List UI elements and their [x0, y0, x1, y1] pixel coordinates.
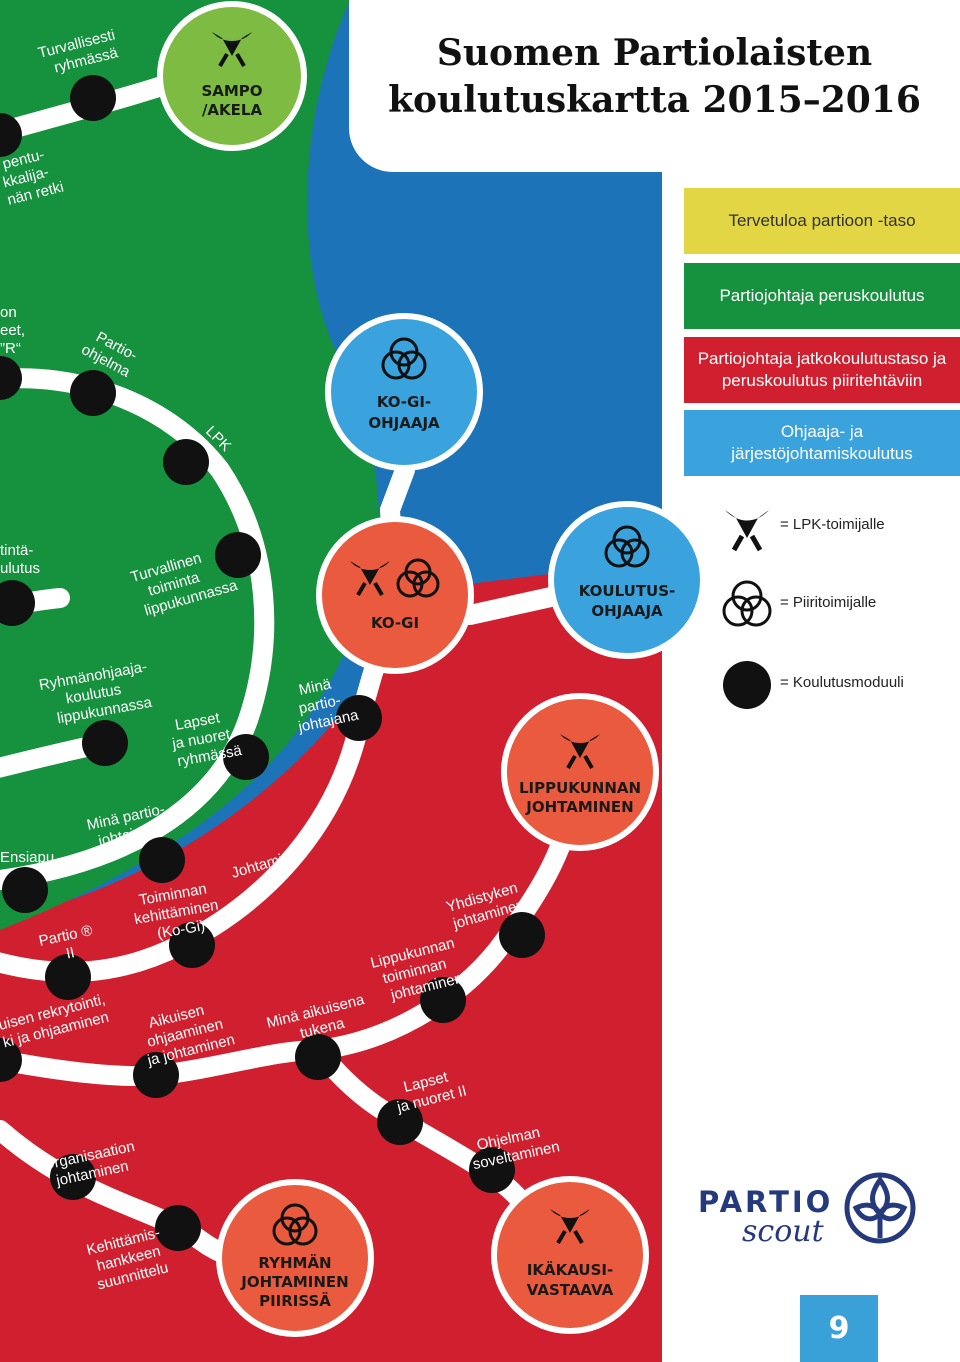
legend-key-label: = Piiritoimijalle	[780, 594, 877, 611]
hub-ikakausi-line-2: VASTAAVA	[527, 1281, 614, 1299]
scarf-icon	[212, 32, 252, 68]
module-dot-icon[interactable]	[2, 867, 48, 913]
rings-icon	[396, 558, 440, 598]
module-dot-icon[interactable]	[70, 75, 116, 121]
svg-text:tintä-ulutus: tintä-ulutus	[0, 542, 40, 577]
hub-ryhman-line-1: RYHMÄN	[258, 1253, 331, 1272]
hub-ryhman-line-2: JOHTAMINEN	[240, 1273, 348, 1291]
hub-koulutusohjaaja[interactable]: KOULUTUS- OHJAAJA	[548, 501, 706, 659]
hub-koulutusohjaaja-line-1: KOULUTUS-	[579, 582, 676, 600]
hub-lippukunnan[interactable]: LIPPUKUNNAN JOHTAMINEN	[501, 693, 659, 851]
title-panel: Suomen Partiolaisten koulutuskartta 2015…	[349, 0, 960, 172]
label-partio-2-2: II	[65, 944, 77, 962]
module-dots	[0, 75, 545, 1251]
hub-kogi[interactable]: KO-GI	[316, 516, 474, 674]
legend-level-instructor: Ohjaaja- ja järjestöjohtamiskoulutus	[684, 410, 960, 476]
hub-kogi-line-1: KO-GI	[371, 614, 419, 632]
module-dot-icon[interactable]	[295, 1034, 341, 1080]
module-dot-icon[interactable]	[139, 837, 185, 883]
hub-sampo-line-2: /AKELA	[202, 101, 263, 119]
title-line-2: koulutuskartta 2015–2016	[388, 79, 921, 121]
module-dot-icon[interactable]	[169, 922, 215, 968]
hub-koulutusohjaaja-line-2: OHJAAJA	[591, 602, 663, 620]
module-dot-icon[interactable]	[499, 912, 545, 958]
legend-level-label: Ohjaaja- ja järjestöjohtamiskoulutus	[731, 422, 913, 463]
scarf-icon	[725, 510, 769, 552]
legend-level-basic: Partiojohtaja peruskoulutus	[684, 263, 960, 329]
hub-lippukunnan-line-1: LIPPUKUNNAN	[519, 779, 641, 797]
module-dot-icon[interactable]	[223, 734, 269, 780]
module-dot-icon[interactable]	[50, 1154, 96, 1200]
label-top-left-2: eet,	[0, 322, 25, 339]
legend-key-label: = LPK-toimijalle	[780, 516, 885, 533]
hub-sampo-line-1: SAMPO	[201, 82, 262, 100]
module-dot-icon[interactable]	[45, 954, 91, 1000]
legend-level-label: Partiojohtaja jatkokoulutustaso ja perus…	[697, 349, 947, 390]
label-tinta-1: tintä-	[0, 542, 33, 559]
module-dot-icon[interactable]	[377, 1099, 423, 1145]
label-top-left-3: ”R“	[0, 340, 21, 357]
title-line-1: Suomen Partiolaisten	[436, 32, 873, 74]
hub-ryhman[interactable]: RYHMÄN JOHTAMINEN PIIRISSÄ	[216, 1179, 374, 1337]
module-dot-icon[interactable]	[133, 1052, 179, 1098]
module-dot-icon	[723, 661, 771, 709]
legend-level-welcome: Tervetuloa partioon -taso	[684, 188, 960, 254]
label-tinta-2: ulutus	[0, 560, 40, 577]
legend-key-piiri: = Piiritoimijalle	[700, 570, 960, 640]
svg-text:Kehittämis-hankkeensuunnittelu: Kehittämis-hankkeensuunnittelu	[85, 1224, 171, 1294]
partio-scout-logo: PARTIO scout	[690, 1160, 930, 1260]
brand-scout-text: scout	[742, 1214, 824, 1249]
hub-sampo[interactable]: SAMPO /AKELA	[157, 1, 307, 151]
svg-text:Lapsetja nuoretryhmässä: Lapsetja nuoretryhmässä	[167, 706, 244, 770]
module-dot-icon[interactable]	[0, 113, 22, 157]
rings-icon	[381, 337, 427, 380]
module-dot-icon[interactable]	[155, 1205, 201, 1251]
page-number: 9	[800, 1295, 878, 1362]
hub-kogi-ohjaaja[interactable]: KO-GI- OHJAAJA	[325, 313, 483, 471]
scarf-icon	[550, 1209, 590, 1245]
legend-level-label: Tervetuloa partioon -taso	[728, 211, 916, 230]
rings-icon	[604, 525, 650, 568]
module-dot-icon[interactable]	[469, 1147, 515, 1193]
legend-key-lpk: = LPK-toimijalle	[700, 492, 960, 562]
rings-icon	[722, 580, 772, 627]
hub-ikakausi[interactable]: IKÄKAUSI- VASTAAVA	[491, 1176, 649, 1334]
label-top-left-1: on	[0, 304, 17, 321]
module-dot-icon[interactable]	[336, 695, 382, 741]
hub-ikakausi-line-1: IKÄKAUSI-	[527, 1260, 613, 1279]
hub-kogi-ohjaaja-line-2: OHJAAJA	[368, 414, 440, 432]
module-dot-icon[interactable]	[0, 1038, 22, 1082]
module-dot-icon[interactable]	[70, 370, 116, 416]
legend-level-label: Partiojohtaja peruskoulutus	[719, 286, 925, 305]
module-dot-icon[interactable]	[420, 977, 466, 1023]
legend-key-label: = Koulutusmoduuli	[780, 674, 904, 691]
module-dot-icon[interactable]	[215, 532, 261, 578]
label-mina-partiojohtajana-1: Minä	[297, 675, 333, 699]
fleur-emblem-icon	[844, 1172, 916, 1244]
module-dot-icon[interactable]	[82, 720, 128, 766]
legend-key-module: = Koulutusmoduuli	[700, 650, 960, 720]
hub-lippukunnan-line-2: JOHTAMINEN	[525, 798, 633, 816]
legend-level-advanced: Partiojohtaja jatkokoulutustaso ja perus…	[684, 337, 960, 403]
hub-ryhman-line-3: PIIRISSÄ	[259, 1291, 331, 1310]
module-dot-icon[interactable]	[163, 439, 209, 485]
module-dot-icon[interactable]	[0, 356, 22, 400]
svg-text:Toiminnankehittäminen(Ko-Gi): Toiminnankehittäminen(Ko-Gi)	[130, 879, 223, 946]
brand-partio-text: PARTIO	[698, 1185, 834, 1219]
page-title: Suomen Partiolaisten koulutuskartta 2015…	[349, 30, 960, 124]
label-ensiapu: Ensiapu	[0, 849, 54, 866]
scarf-icon	[560, 734, 600, 770]
scarf-icon	[350, 561, 390, 597]
hub-kogi-ohjaaja-line-1: KO-GI-	[377, 393, 431, 411]
rings-icon	[272, 1203, 318, 1246]
module-dot-icon[interactable]	[0, 580, 35, 626]
svg-text:Ohjelmansoveltaminen: Ohjelmansoveltaminen	[467, 1121, 561, 1174]
